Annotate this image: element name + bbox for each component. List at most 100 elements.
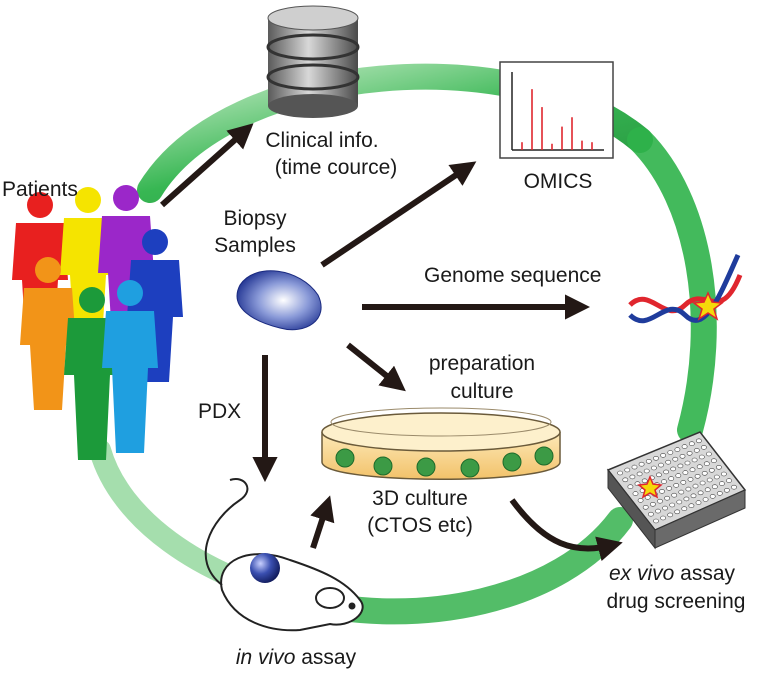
plate-well <box>726 478 732 483</box>
plate-well <box>655 508 661 514</box>
plate-well <box>711 484 718 490</box>
plate-well <box>653 518 659 524</box>
plate-well <box>686 450 693 456</box>
plate-well <box>667 450 674 455</box>
plate-well <box>679 453 686 459</box>
plate-well <box>682 470 689 475</box>
plate-well <box>671 492 678 498</box>
dna-helix-icon <box>628 253 743 324</box>
plate-well <box>666 486 672 491</box>
well-plate-icon <box>606 431 747 550</box>
plate-well <box>657 498 663 504</box>
person-figure <box>102 280 158 453</box>
plate-well <box>653 455 659 461</box>
plate-well <box>675 473 682 478</box>
plate-well <box>704 487 711 493</box>
plate-well <box>684 460 691 466</box>
plate-well <box>691 457 698 463</box>
plate-well <box>636 471 643 477</box>
plate-well <box>688 441 695 447</box>
plate-well <box>631 464 638 470</box>
omics-chart-icon <box>499 61 614 159</box>
plate-well <box>663 469 669 475</box>
plate-well <box>698 454 705 460</box>
plate-well <box>716 491 723 496</box>
plate-well <box>721 471 727 477</box>
plate-well <box>674 509 681 515</box>
ctos-label: (CTOS etc) <box>367 514 473 537</box>
arrow-biopsy-to-omics <box>320 161 477 268</box>
plate-well <box>693 448 700 453</box>
workflow-arrows <box>160 123 623 562</box>
plate-well <box>650 501 656 507</box>
plate-well <box>694 473 701 479</box>
plate-well <box>699 480 706 486</box>
plate-well <box>681 506 688 512</box>
preparation-label: preparation <box>429 352 535 375</box>
person-figure <box>20 257 76 410</box>
plate-well <box>678 489 685 495</box>
arrow-patients-to-clinical <box>160 123 254 208</box>
plate-well <box>637 498 644 503</box>
patients-label: Patients <box>2 178 78 201</box>
plate-well <box>692 483 699 489</box>
plate-well <box>681 444 688 449</box>
plate-well <box>719 481 725 486</box>
plate-well <box>706 451 712 457</box>
plate-well <box>667 512 674 518</box>
plate-well <box>645 458 652 464</box>
plate-well <box>695 500 702 505</box>
plate-well <box>709 494 716 499</box>
plate-well <box>622 477 629 483</box>
culture-label: culture <box>450 380 513 403</box>
culture-dish-icon <box>321 407 561 480</box>
plate-well <box>659 489 665 494</box>
arrow-biopsy-to-culture <box>346 342 406 392</box>
plate-well <box>731 484 737 490</box>
plate-well <box>701 445 707 450</box>
plate-well <box>660 453 666 458</box>
genome-sequence-label: Genome sequence <box>424 264 601 287</box>
plate-well <box>702 497 709 502</box>
pdx-label: PDX <box>198 400 241 423</box>
plate-well <box>683 496 690 502</box>
biopsy-tumor-icon <box>236 270 322 331</box>
biopsy-sublabel: Samples <box>214 234 296 257</box>
plate-well <box>703 461 710 467</box>
plate-well <box>627 484 634 490</box>
mouse-icon <box>204 478 364 632</box>
plate-well <box>669 502 676 508</box>
plate-well <box>696 438 702 444</box>
plate-well <box>716 464 722 470</box>
plate-well <box>701 470 708 476</box>
drug-screening-label: drug screening <box>607 590 746 613</box>
plate-well <box>696 464 703 470</box>
plate-well <box>638 461 645 467</box>
plate-well <box>670 466 677 472</box>
tumor-xenograft-icon <box>250 553 280 583</box>
plate-well <box>711 458 717 464</box>
plate-well <box>632 491 639 496</box>
plate-well <box>674 447 681 452</box>
clinical-info-sublabel: (time cource) <box>275 156 398 179</box>
arrow-invivo-to-culture <box>310 495 335 549</box>
plate-well <box>662 505 668 511</box>
plate-well <box>713 474 720 480</box>
plate-well <box>706 477 713 483</box>
plate-well <box>672 456 679 462</box>
plate-well <box>665 459 672 465</box>
plate-well <box>651 465 657 471</box>
database-icon <box>266 5 360 118</box>
arrow-culture-to-exvivo <box>509 498 623 562</box>
plate-well <box>629 474 636 480</box>
plate-well <box>724 487 730 493</box>
plate-well <box>658 462 664 468</box>
plate-well <box>641 478 648 484</box>
plate-well <box>617 470 623 476</box>
biopsy-label: Biopsy <box>223 207 287 230</box>
clinical-info-label: Clinical info. <box>265 129 378 152</box>
plate-well <box>677 463 684 469</box>
plate-well <box>673 483 680 488</box>
ex-vivo-assay-label: ex vivo assay <box>609 562 736 585</box>
